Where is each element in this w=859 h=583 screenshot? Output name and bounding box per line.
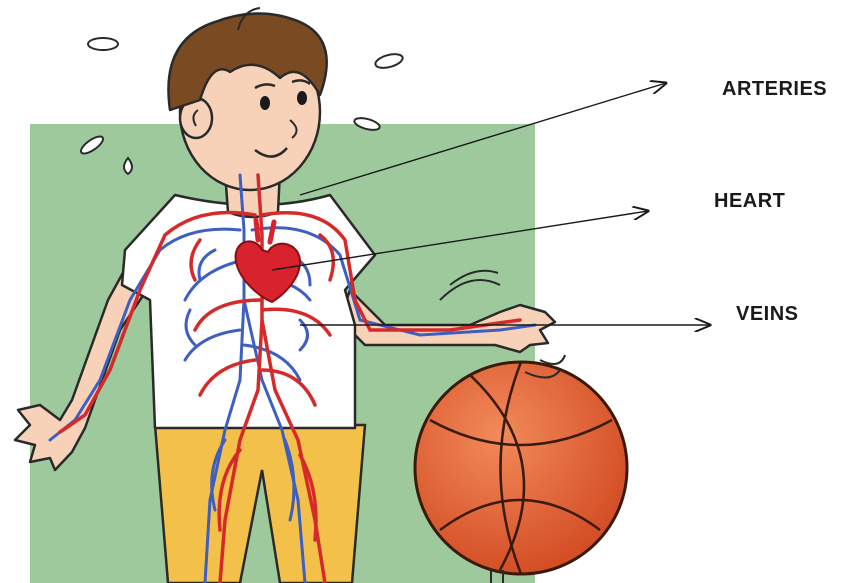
label-veins: VEINS	[736, 303, 799, 326]
label-heart: HEART	[714, 190, 785, 213]
label-arteries: ARTERIES	[722, 78, 827, 101]
basketball-icon	[415, 362, 627, 574]
